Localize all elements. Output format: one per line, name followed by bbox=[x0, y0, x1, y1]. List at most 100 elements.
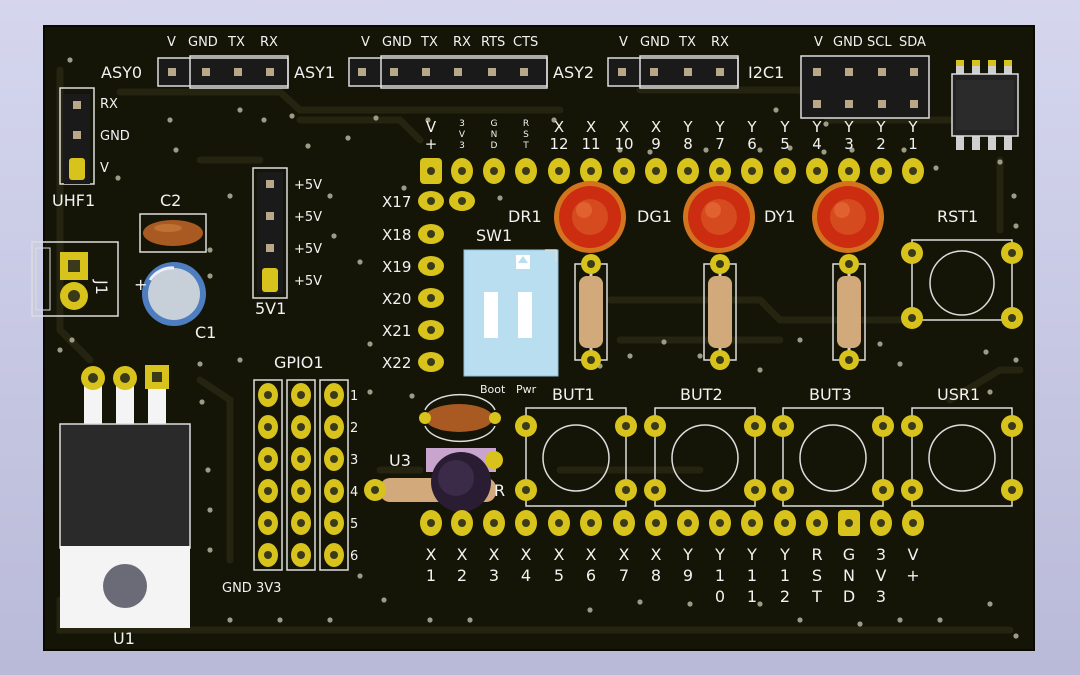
header-bottom-label: 1 bbox=[780, 566, 790, 585]
asy2-pin-label: RX bbox=[711, 35, 729, 50]
header-bottom-label: T bbox=[811, 587, 822, 606]
power5v-pin-label: +5V bbox=[294, 242, 322, 257]
but3-button[interactable] bbox=[772, 407, 894, 507]
header-bottom-label: 9 bbox=[683, 566, 693, 585]
gpio1-row-label: 2 bbox=[350, 421, 358, 436]
header-bottom-label: Y bbox=[779, 545, 790, 564]
c1-polarity: + bbox=[134, 275, 147, 294]
usr1-button[interactable] bbox=[901, 407, 1023, 507]
gpio1-row-label: 6 bbox=[350, 549, 358, 564]
dr1-ref: DR1 bbox=[508, 207, 542, 226]
sw1-boot-toggle[interactable] bbox=[484, 292, 498, 338]
bottom-buttons bbox=[515, 407, 1023, 507]
sw1-pwr-label: Pwr bbox=[516, 383, 537, 396]
header-top-label: Y bbox=[875, 118, 886, 136]
asy2-ref: ASY2 bbox=[553, 63, 594, 82]
rst1-button[interactable] bbox=[901, 239, 1023, 329]
but1-button[interactable] bbox=[515, 407, 637, 507]
asy0-connector[interactable] bbox=[157, 55, 289, 89]
power5v-ref: 5V1 bbox=[255, 299, 286, 318]
header-top-label: Y bbox=[746, 118, 757, 136]
soic8-chip bbox=[951, 60, 1019, 150]
header-bottom-label: V bbox=[908, 545, 919, 564]
but2-button[interactable] bbox=[644, 407, 766, 507]
asy0-ref: ASY0 bbox=[101, 63, 142, 82]
gpio1-row-label: 1 bbox=[350, 389, 358, 404]
header-bottom-label: 3 bbox=[876, 587, 886, 606]
header-left-label: X18 bbox=[382, 226, 411, 244]
sw1-pwr-toggle[interactable] bbox=[518, 292, 532, 338]
header-bottom-label: X bbox=[521, 545, 532, 564]
r-ref-partial: R bbox=[494, 481, 505, 500]
header-left-label: X21 bbox=[382, 322, 411, 340]
u1-regulator bbox=[59, 365, 191, 628]
asy1-connector[interactable] bbox=[348, 55, 548, 89]
u3-component bbox=[364, 393, 503, 512]
uhf1-pin-label: GND bbox=[100, 129, 130, 144]
power5v-pin-label: +5V bbox=[294, 178, 322, 193]
header-top-label: V bbox=[426, 118, 437, 136]
header-top-label: 10 bbox=[614, 135, 633, 153]
header-bottom-label: 8 bbox=[651, 566, 661, 585]
power5v-connector[interactable] bbox=[252, 167, 288, 299]
header-top-label: 11 bbox=[581, 135, 600, 153]
i2c1-connector[interactable] bbox=[800, 55, 930, 119]
header-top-label: D bbox=[491, 141, 498, 151]
asy1-pin-label: V bbox=[361, 35, 370, 50]
asy2-pin-label: V bbox=[619, 35, 628, 50]
asy0-pin-label: GND bbox=[188, 35, 218, 50]
asy1-pin-label: RTS bbox=[481, 35, 505, 50]
vias bbox=[57, 57, 1019, 639]
asy1-pin-label: RX bbox=[453, 35, 471, 50]
header-bottom-label: 3 bbox=[876, 545, 886, 564]
power5v-pin-label: +5V bbox=[294, 210, 322, 225]
header-bottom-label: 7 bbox=[619, 566, 629, 585]
dg1-led bbox=[683, 181, 755, 253]
header-top-label: Y bbox=[779, 118, 790, 136]
asy0-pin-label: V bbox=[167, 35, 176, 50]
header-top-label: Y bbox=[682, 118, 693, 136]
header-top-label: X bbox=[554, 118, 564, 136]
c2-capacitor bbox=[139, 213, 207, 253]
rst1-ref: RST1 bbox=[937, 207, 978, 226]
header-left-label: X20 bbox=[382, 290, 411, 308]
sw1-dip-switch[interactable] bbox=[463, 249, 559, 377]
gpio1-connector[interactable] bbox=[253, 379, 349, 571]
asy0-pin-label: TX bbox=[227, 35, 245, 50]
j1-terminal[interactable] bbox=[31, 241, 119, 317]
asy1-pin-label: TX bbox=[420, 35, 438, 50]
header-bottom-label: Y bbox=[714, 545, 725, 564]
asy1-pin-label: GND bbox=[382, 35, 412, 50]
i2c1-pin-label: SDA bbox=[899, 35, 926, 50]
u1-ref: U1 bbox=[113, 629, 135, 648]
dg1-ref: DG1 bbox=[637, 207, 672, 226]
header-bottom-label: G bbox=[843, 545, 855, 564]
header-bottom-label: 1 bbox=[747, 566, 757, 585]
header-bottom-label: V bbox=[876, 566, 887, 585]
uhf1-connector[interactable] bbox=[59, 87, 95, 185]
header-top-label: G bbox=[491, 119, 498, 129]
header-bottom-label: X bbox=[426, 545, 437, 564]
header-bottom-label: 1 bbox=[747, 587, 757, 606]
c1-capacitor bbox=[142, 262, 206, 326]
asy2-connector[interactable] bbox=[607, 55, 739, 89]
header-left-label: X17 bbox=[382, 193, 411, 211]
header-top-label: R bbox=[523, 119, 529, 129]
but3-ref: BUT3 bbox=[809, 385, 852, 404]
header-bottom-label: Y bbox=[746, 545, 757, 564]
header-top-label: S bbox=[523, 130, 529, 140]
i2c1-ref: I2C1 bbox=[748, 63, 784, 82]
header-bottom-label: X bbox=[554, 545, 565, 564]
header-top-label: T bbox=[522, 141, 529, 151]
header-bottom-label: 2 bbox=[457, 566, 467, 585]
j1-ref: J1 bbox=[92, 279, 111, 295]
header-bottom-label: 1 bbox=[426, 566, 436, 585]
u3-ref: U3 bbox=[389, 451, 411, 470]
header-top-label: N bbox=[491, 130, 498, 140]
header-left-label: X22 bbox=[382, 354, 411, 372]
sw1-ref: SW1 bbox=[476, 226, 512, 245]
header-top-label: X bbox=[619, 118, 629, 136]
usr1-ref: USR1 bbox=[937, 385, 980, 404]
